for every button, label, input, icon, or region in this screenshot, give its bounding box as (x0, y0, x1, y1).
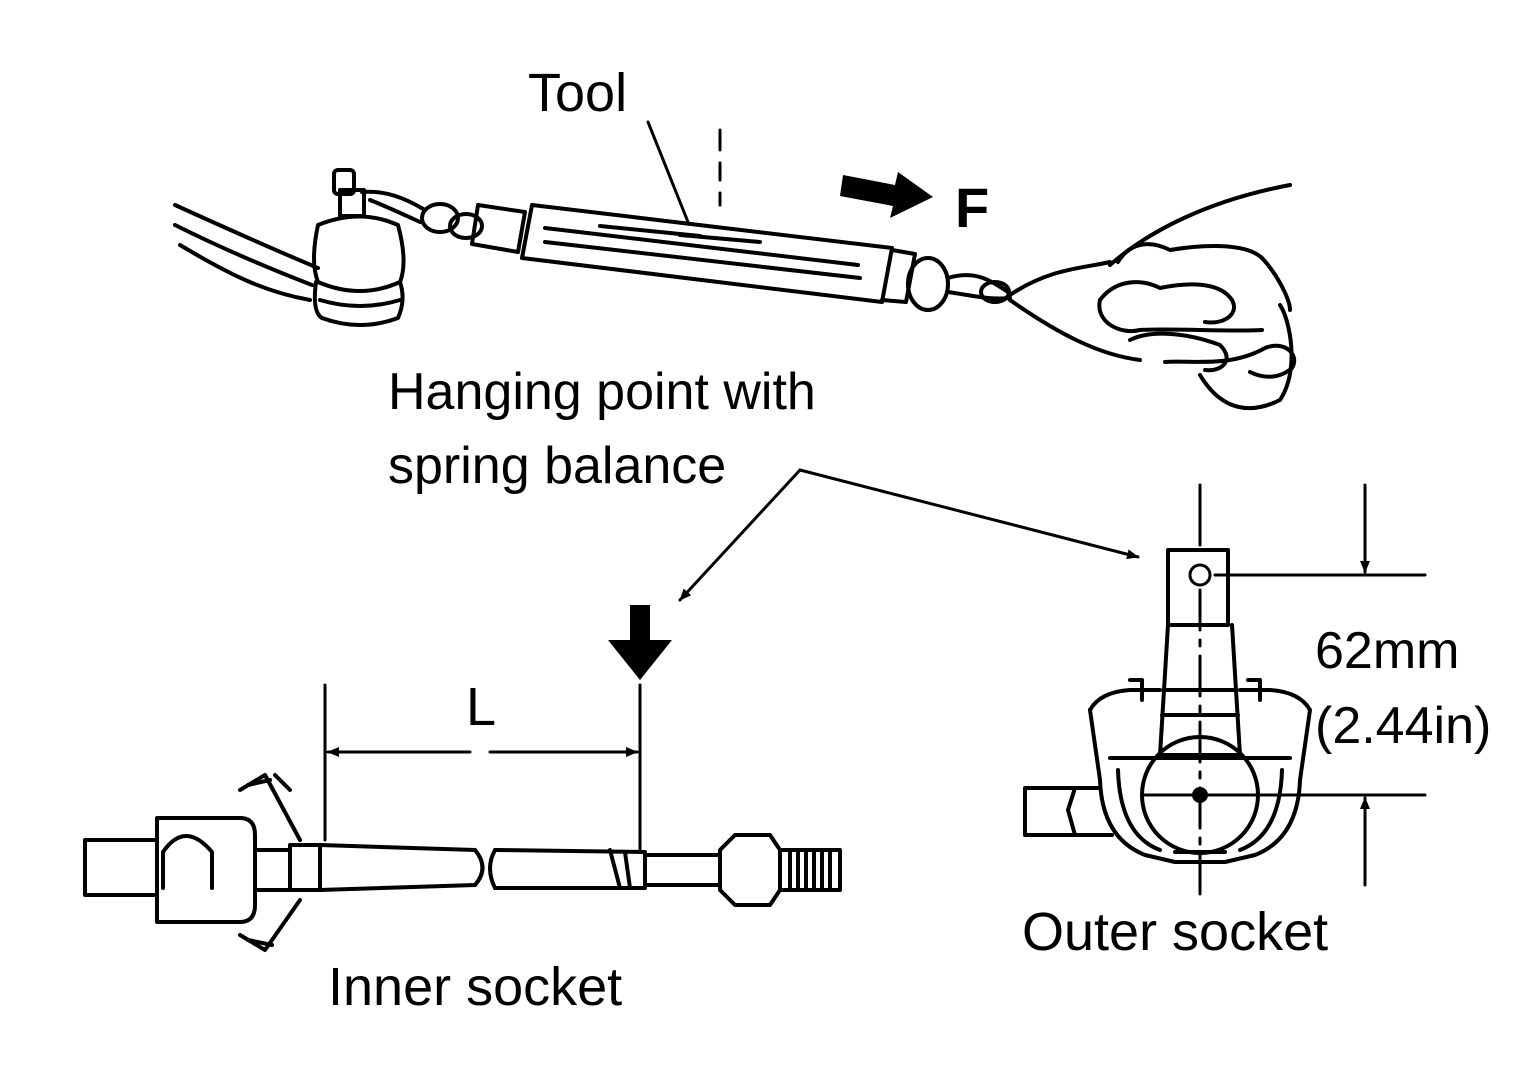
hanging-point-leaders (678, 468, 1140, 602)
length-label: L (466, 677, 497, 737)
tool-leader-line (646, 120, 690, 224)
hanging-point-label-line2: spring balance (388, 437, 727, 495)
outer-socket-top (312, 168, 406, 327)
outer-socket-drawing (1023, 548, 1312, 864)
dimension-in-label: (2.44in) (1315, 697, 1492, 755)
dimension-mm-label: 62mm (1315, 622, 1460, 680)
height-dimension (1143, 483, 1427, 887)
load-arrow (608, 605, 672, 680)
inner-socket-label: Inner socket (328, 957, 623, 1017)
hand (1097, 183, 1296, 411)
hanging-point-label-line1: Hanging point with (388, 363, 816, 421)
hook-chain-left (360, 189, 484, 240)
tool-label: Tool (528, 63, 628, 123)
hook-chain-right (946, 260, 1142, 362)
force-label: F (955, 176, 990, 239)
outer-socket-label: Outer socket (1022, 902, 1329, 962)
force-arrow (840, 172, 933, 218)
spring-balance-tool (470, 203, 950, 312)
length-dimension (323, 683, 642, 852)
tie-rod-arm-top (173, 203, 320, 302)
inner-socket-drawing (83, 773, 842, 952)
